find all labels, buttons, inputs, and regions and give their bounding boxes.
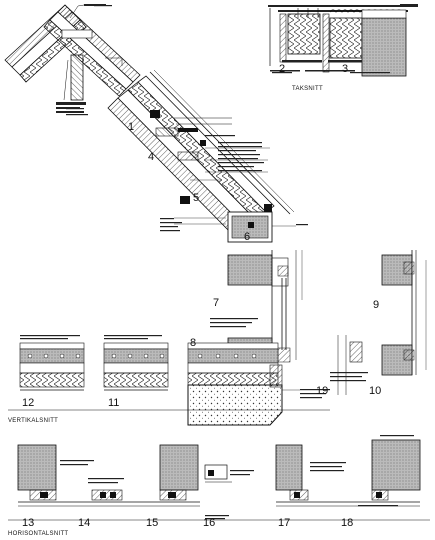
- detail-4-5-6-eave: [107, 69, 296, 243]
- detail-number-18: 18: [341, 517, 354, 529]
- detail-number-15: 15: [146, 517, 159, 529]
- detail-number-6: 6: [244, 231, 251, 243]
- detail-number-4: 4: [148, 151, 155, 163]
- detail-9-10-wall: [330, 250, 427, 395]
- annotation-blocks: [66, 4, 418, 232]
- detail-17-18-plan: [275, 435, 421, 507]
- detail-number-10: 10: [369, 385, 382, 397]
- section-title-horisontalsnitt: HORISONTALSNITT: [8, 531, 69, 537]
- detail-number-17: 17: [278, 517, 291, 529]
- detail-number-5: 5: [193, 192, 200, 204]
- detail-11-floor: [103, 335, 169, 391]
- detail-number-13: 13: [22, 517, 35, 529]
- detail-13-16-plan: [17, 444, 254, 520]
- detail-8-foundation: [187, 342, 330, 426]
- detail-number-8: 8: [190, 337, 197, 349]
- detail-number-7: 7: [213, 297, 220, 309]
- detail-2-3-eaves: [268, 5, 418, 77]
- detail-number-14: 14: [78, 517, 91, 529]
- detail-number-3: 3: [342, 63, 349, 75]
- detail-1-ridge: [4, 4, 141, 113]
- detail-number-1: 1: [128, 121, 135, 133]
- detail-number-9: 9: [373, 299, 380, 311]
- section-title-taksnitt: TAKSNITT: [292, 86, 323, 92]
- detail-12-floor: [19, 335, 85, 391]
- detail-number-11: 11: [108, 397, 120, 409]
- detail-number-2: 2: [279, 63, 286, 75]
- section-title-vertikalsnitt: VERTIKALSNITT: [8, 418, 59, 424]
- detail-number-12: 12: [22, 397, 35, 409]
- detail-number-19: 19: [316, 385, 329, 397]
- detail-number-16: 16: [203, 517, 216, 529]
